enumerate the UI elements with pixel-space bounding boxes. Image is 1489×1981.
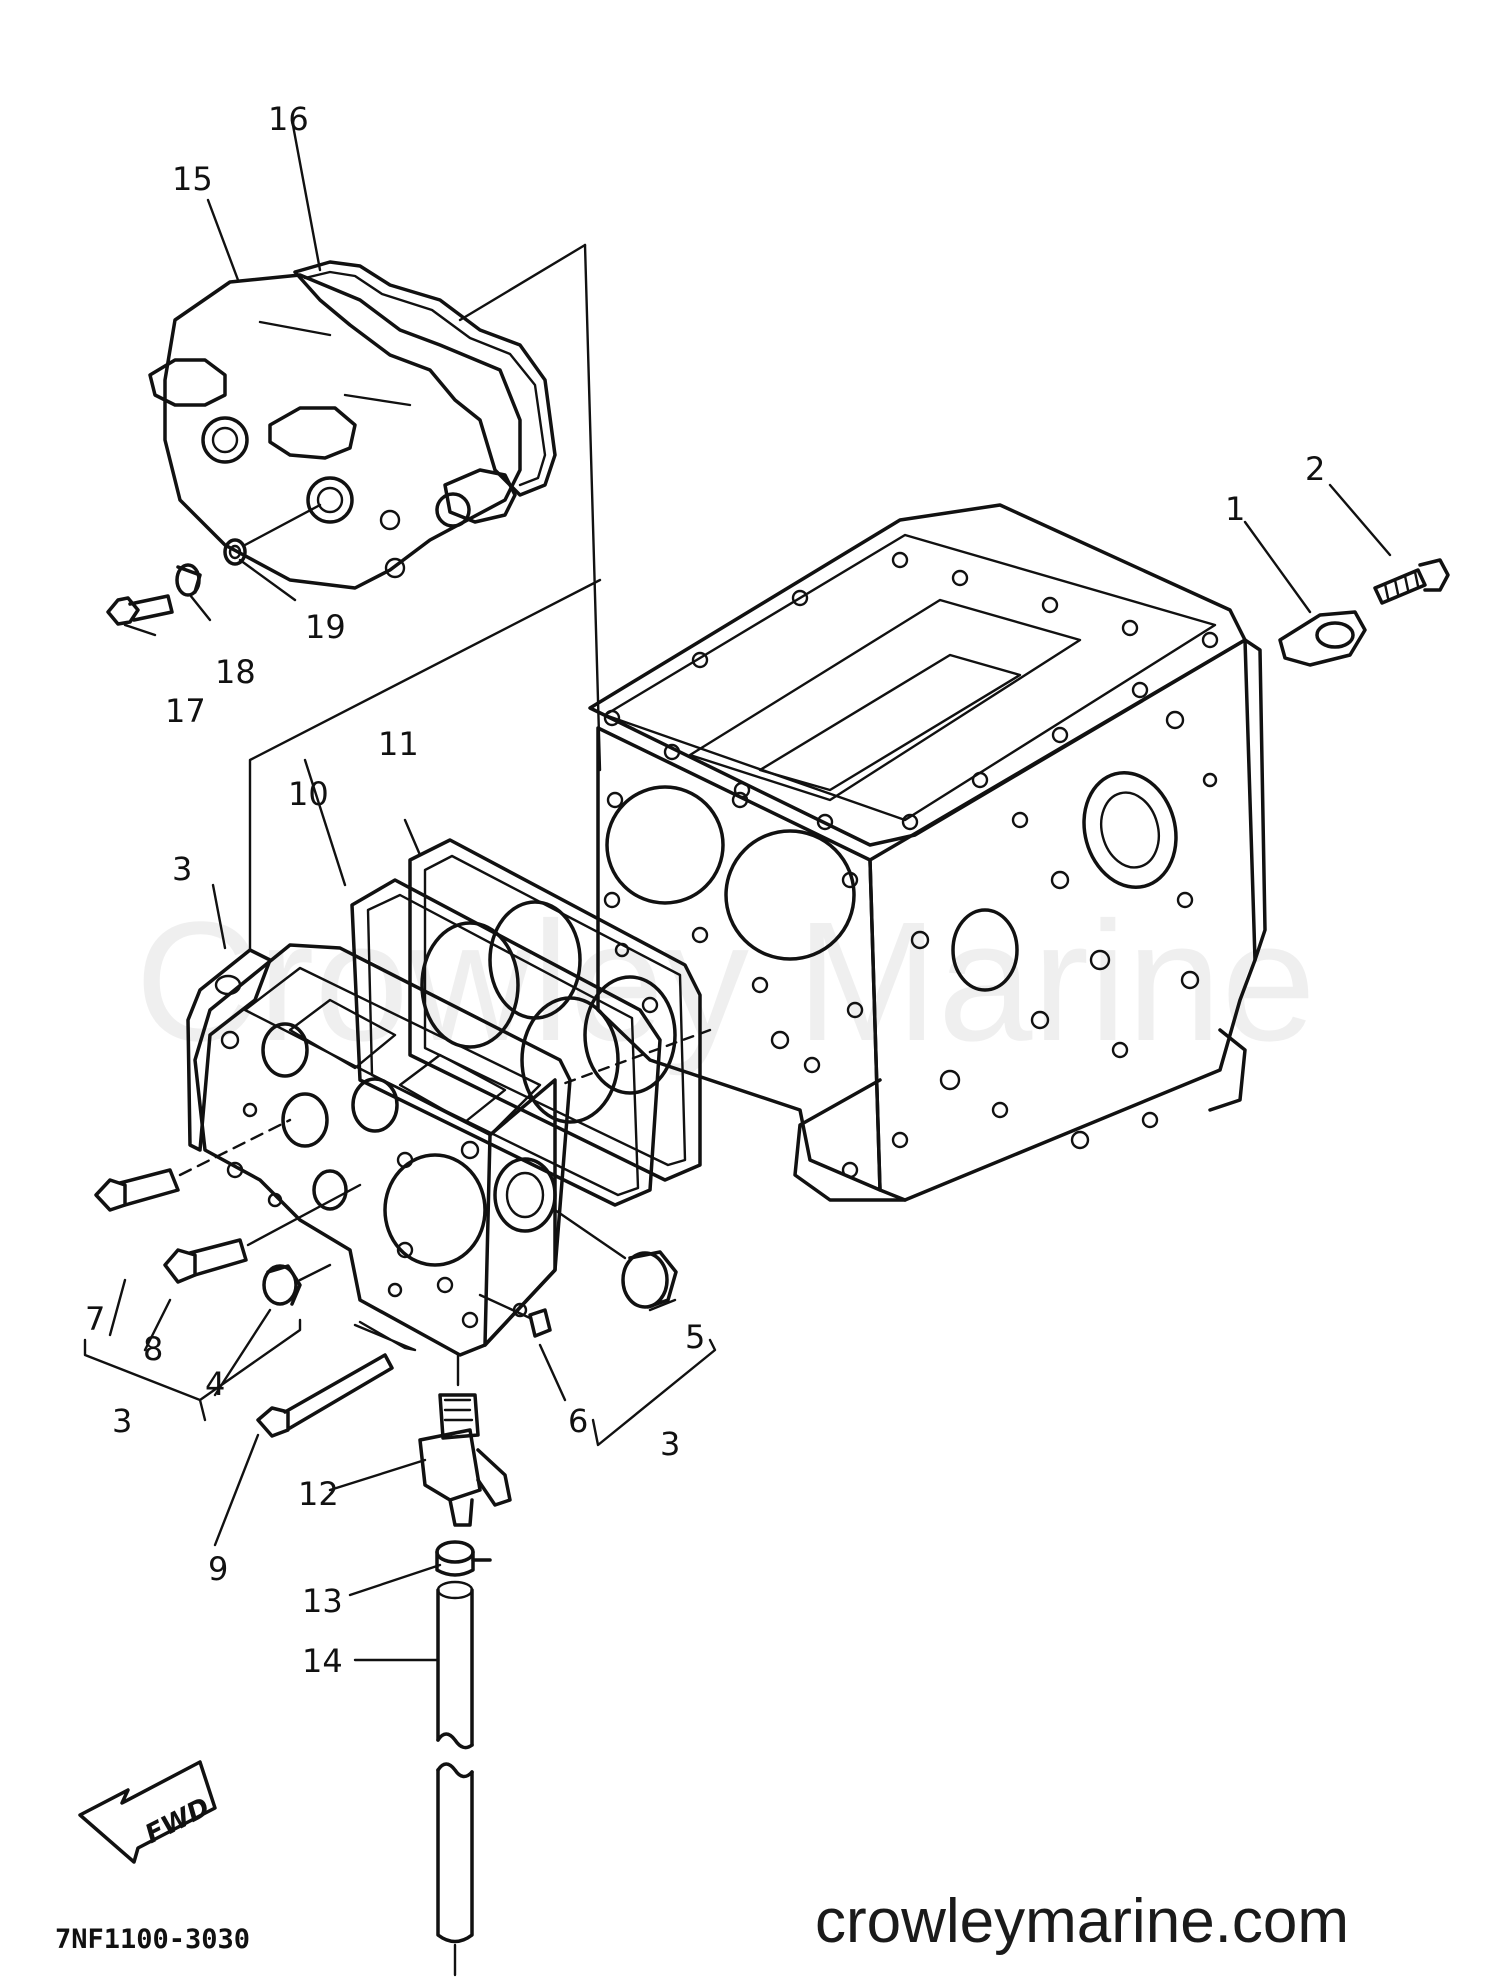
callout-13: 13 <box>302 1582 343 1620</box>
callout-3-head: 3 <box>172 850 192 888</box>
plug-7 <box>94 1168 180 1212</box>
callout-10: 10 <box>288 775 329 813</box>
callout-1: 1 <box>1225 490 1245 528</box>
plug-8 <box>163 1238 248 1284</box>
grommet-seal <box>223 538 247 566</box>
site-label: crowleymarine.com <box>815 1887 1349 1956</box>
watermark-text: Crowley Marine <box>135 887 1316 1077</box>
callout-3-right-group: 3 <box>660 1425 680 1463</box>
drain-hose <box>436 1580 474 1944</box>
callout-18: 18 <box>215 653 256 691</box>
callout-2: 2 <box>1305 450 1325 488</box>
callout-8: 8 <box>143 1330 163 1368</box>
long-bolt <box>256 1353 394 1438</box>
callout-4: 4 <box>205 1365 225 1403</box>
fwd-label: FWD <box>141 1792 215 1850</box>
callout-19: 19 <box>305 608 346 646</box>
callout-17: 17 <box>165 692 206 730</box>
cover-bolt <box>106 594 174 626</box>
cylinder-head <box>186 943 572 1357</box>
valve-cover <box>148 273 522 590</box>
stud-bolt <box>1373 558 1450 605</box>
washer-tab <box>1278 610 1367 667</box>
hose-clip <box>435 1540 492 1577</box>
leader-lines <box>108 118 1392 1662</box>
callout-5: 5 <box>685 1318 705 1356</box>
callout-15: 15 <box>172 160 213 198</box>
plug-4 <box>262 1264 302 1306</box>
cylinder-block <box>588 503 1267 1202</box>
diagram-code: 7NF1100-3030 <box>55 1924 250 1955</box>
forward-arrow: FWD <box>78 1760 217 1864</box>
callout-numbers: 1 2 3 3 3 4 5 6 7 8 9 10 11 12 13 14 15 … <box>85 100 1325 1680</box>
callout-12: 12 <box>298 1475 339 1513</box>
callout-7: 7 <box>85 1300 105 1338</box>
callout-11: 11 <box>378 725 419 763</box>
callout-16: 16 <box>268 100 309 138</box>
exhaust-gasket <box>408 838 702 1182</box>
callout-14: 14 <box>302 1642 343 1680</box>
valve-cover-gasket <box>293 260 557 497</box>
cap-5 <box>621 1250 678 1309</box>
callout-9: 9 <box>208 1550 228 1588</box>
drain-cock <box>418 1393 512 1527</box>
callout-6: 6 <box>568 1402 588 1440</box>
callout-3-left-group: 3 <box>112 1402 132 1440</box>
screw-6 <box>528 1308 552 1338</box>
bolt-collar <box>175 563 202 597</box>
